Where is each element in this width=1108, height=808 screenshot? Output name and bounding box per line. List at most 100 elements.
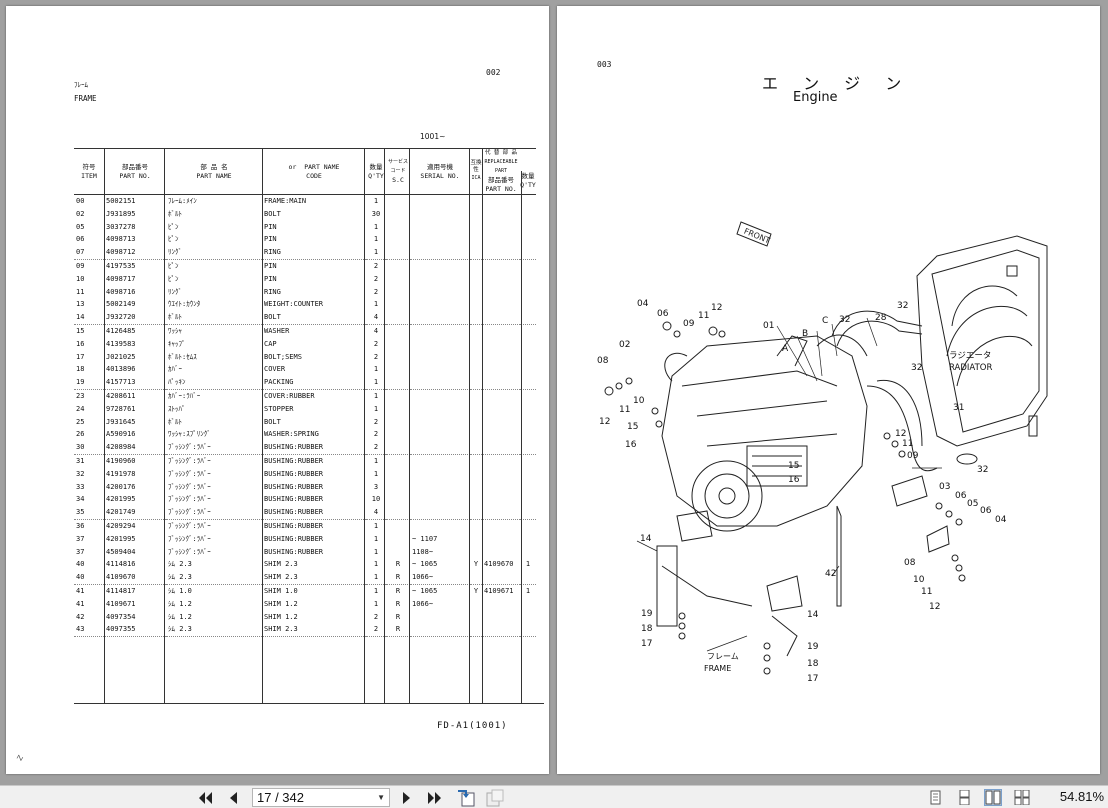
table-cell-serial <box>410 403 470 416</box>
table-cell-item: 05 <box>76 222 85 231</box>
table-cell-item: 41 <box>76 599 85 608</box>
zoom-level[interactable]: 54.81% <box>1059 789 1104 804</box>
table-cell-qty: 2 <box>373 274 379 283</box>
engine-mounts <box>656 475 950 657</box>
table-cell-code: COVER:RUBBER <box>264 391 315 400</box>
table-cell-item: 37 <box>76 534 85 543</box>
table-cell-serial <box>410 468 470 481</box>
svg-text:C: C <box>822 316 828 326</box>
table-cell-rqty <box>520 273 536 286</box>
last-page-icon[interactable] <box>424 788 446 807</box>
table-cell-qty: 1 <box>373 599 379 608</box>
svg-text:09: 09 <box>683 319 695 329</box>
svg-text:18: 18 <box>807 659 819 669</box>
table-cell-sc <box>386 351 410 364</box>
svg-text:A: A <box>782 344 789 354</box>
next-page-icon[interactable] <box>396 788 418 807</box>
svg-text:04: 04 <box>995 515 1007 525</box>
table-cell-part: 4190960 <box>106 456 136 465</box>
table-cell-rpart <box>482 195 520 208</box>
table-cell-sc: R <box>386 571 410 585</box>
table-cell-qty: 4 <box>373 326 379 335</box>
engine-block <box>661 334 868 532</box>
prev-page-icon[interactable] <box>222 788 244 807</box>
svg-text:12: 12 <box>599 417 610 427</box>
table-cell-ica <box>470 454 482 467</box>
table-cell-ica <box>470 338 482 351</box>
front-arrow: FRONT <box>736 221 772 247</box>
table-cell-sc <box>386 481 410 494</box>
table-cell-sc <box>386 195 410 208</box>
table-cell-item: 34 <box>76 495 85 504</box>
table-cell-rpart <box>482 441 520 455</box>
table-cell-qty: 1 <box>366 376 386 390</box>
svg-text:09: 09 <box>907 451 919 461</box>
table-cell-item: 15 <box>76 326 85 335</box>
table-cell-part: 4157713 <box>104 376 166 390</box>
first-page-icon[interactable] <box>194 788 216 807</box>
svg-text:14: 14 <box>640 534 652 544</box>
table-cell-qty: 1 <box>373 534 379 543</box>
single-page-view-icon[interactable] <box>926 789 944 806</box>
svg-text:19: 19 <box>807 642 819 652</box>
table-cell-qty: 1 <box>366 571 386 585</box>
page-number-input[interactable]: 17 / 342 ▼ <box>252 788 390 807</box>
table-cell-serial: ~ 1065 <box>412 586 438 595</box>
table-cell-serial <box>410 273 470 286</box>
table-cell-serial <box>410 493 470 506</box>
facing-pages-view-icon[interactable] <box>984 789 1002 806</box>
table-cell-sc <box>386 428 410 441</box>
table-cell-code: BUSHING:RUBBER <box>264 469 324 478</box>
table-cell-rpart <box>482 363 520 376</box>
svg-text:32: 32 <box>911 363 922 373</box>
table-cell-code: BUSHING:RUBBER <box>264 547 324 556</box>
table-cell-rqty <box>520 481 536 494</box>
svg-text:FRAME: FRAME <box>704 664 731 673</box>
table-cell-serial <box>410 454 470 467</box>
table-cell-ica <box>470 273 482 286</box>
table-cell-name: ﾘﾝｸﾞ <box>166 246 262 260</box>
table-cell-code: CAP <box>264 339 277 348</box>
table-cell-part: 4208984 <box>104 441 166 455</box>
table-cell-code: SHIM 1.2 <box>264 599 298 608</box>
table-cell-item: 30 <box>74 441 104 455</box>
table-cell-rqty <box>520 208 536 221</box>
continuous-view-icon[interactable] <box>955 789 973 806</box>
table-cell-part: 4098712 <box>104 246 166 260</box>
svg-text:12: 12 <box>711 303 722 313</box>
table-cell-part: 4200176 <box>106 482 136 491</box>
page-right: 003 エ ン ジ ン Engine FRONT <box>557 6 1100 774</box>
table-cell-qty: 2 <box>373 417 379 426</box>
table-cell-sc <box>386 298 410 311</box>
table-cell-name: ﾌﾞｯｼﾝｸﾞ:ﾗﾊﾞｰ <box>168 534 211 543</box>
table-cell-rqty <box>520 351 536 364</box>
table-cell-part: 4208611 <box>106 391 136 400</box>
table-cell-qty: 10 <box>371 495 381 504</box>
table-cell-sc <box>386 506 410 520</box>
chevron-down-icon[interactable]: ▼ <box>377 793 385 802</box>
table-cell-rpart <box>482 389 520 402</box>
table-cell-rqty <box>520 221 536 234</box>
next-view-icon[interactable] <box>484 788 506 807</box>
table-cell-item: 00 <box>76 197 85 205</box>
table-cell-part: 4098717 <box>106 274 136 283</box>
previous-view-icon[interactable] <box>455 788 477 807</box>
continuous-facing-view-icon[interactable] <box>1013 789 1031 806</box>
table-cell-item: 23 <box>76 391 85 400</box>
table-cell-rqty <box>520 338 536 351</box>
table-cell-ica <box>470 519 482 532</box>
table-cell-part: 4509404 <box>106 547 136 556</box>
svg-text:12: 12 <box>929 602 940 612</box>
table-cell-qty: 2 <box>373 352 379 361</box>
svg-text:32: 32 <box>977 465 988 475</box>
table-cell-code: BUSHING:RUBBER <box>264 521 324 530</box>
